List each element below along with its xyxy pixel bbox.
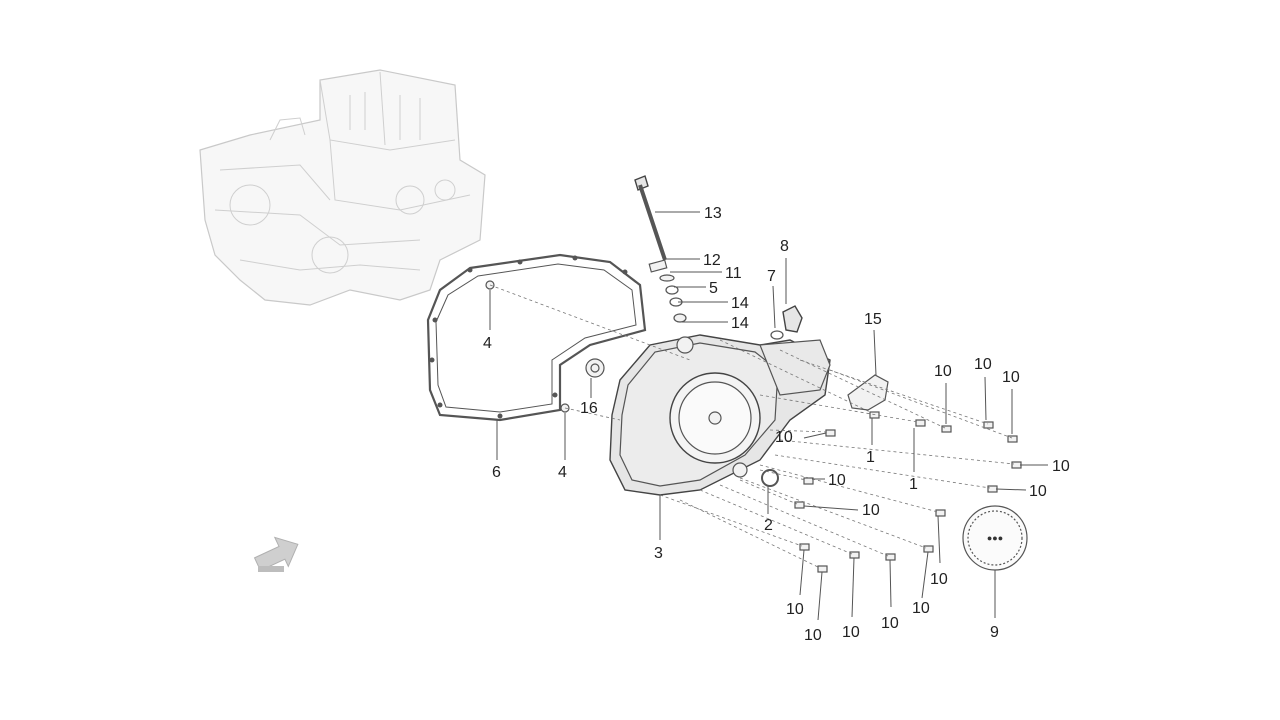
callout-10-a: 10 (775, 429, 793, 446)
engine-block-ghost (199, 69, 486, 306)
oil-filler-plug (782, 305, 803, 333)
callout-11: 11 (725, 265, 742, 282)
callout-6: 6 (492, 464, 501, 481)
alignment-lines (489, 284, 1015, 569)
badge-cover: ●●● (962, 505, 1028, 571)
o-ring-cap (761, 469, 779, 487)
callout-10-c: 10 (862, 502, 880, 519)
mounting-bracket (847, 374, 889, 411)
leader-lines (489, 211, 1048, 621)
callout-10-k: 10 (804, 627, 822, 644)
callout-10-g: 10 (1052, 458, 1070, 475)
callout-14-upper: 14 (731, 295, 749, 312)
callout-15: 15 (864, 311, 882, 328)
callout-10-m: 10 (881, 615, 899, 632)
callout-8: 8 (780, 238, 789, 255)
callout-10-h: 10 (1029, 483, 1047, 500)
callout-12: 12 (703, 252, 721, 269)
callout-2: 2 (764, 517, 773, 534)
callout-10-i: 10 (930, 571, 948, 588)
callout-1-right: 1 (909, 476, 918, 493)
direction-arrow-icon (253, 536, 299, 572)
callout-3: 3 (654, 545, 663, 562)
clutch-rod-assembly (634, 175, 687, 323)
filler-washer (770, 330, 784, 340)
clutch-cover (609, 334, 831, 496)
callout-10-e: 10 (974, 356, 992, 373)
callout-4-upper: 4 (483, 335, 492, 352)
badge-emblem-mark: ●●● (987, 533, 1003, 543)
callout-9: 9 (990, 624, 999, 641)
callout-10-j: 10 (786, 601, 804, 618)
callout-10-d: 10 (934, 363, 952, 380)
cover-gasket (426, 253, 647, 422)
callout-10-l: 10 (842, 624, 860, 641)
callout-4-lower: 4 (558, 464, 567, 481)
callout-10-f: 10 (1002, 369, 1020, 386)
callout-7: 7 (767, 268, 776, 285)
callout-10-b: 10 (828, 472, 846, 489)
callout-13: 13 (704, 205, 722, 222)
callout-labels: 13 12 11 5 14 14 8 7 15 4 4 16 6 3 2 1 1… (483, 205, 1070, 644)
oil-seal-inner (590, 363, 600, 373)
callout-1-left: 1 (866, 449, 875, 466)
callout-14-lower: 14 (731, 315, 749, 332)
callout-5: 5 (709, 280, 718, 297)
callout-16: 16 (580, 400, 598, 417)
callout-10-n: 10 (912, 600, 930, 617)
